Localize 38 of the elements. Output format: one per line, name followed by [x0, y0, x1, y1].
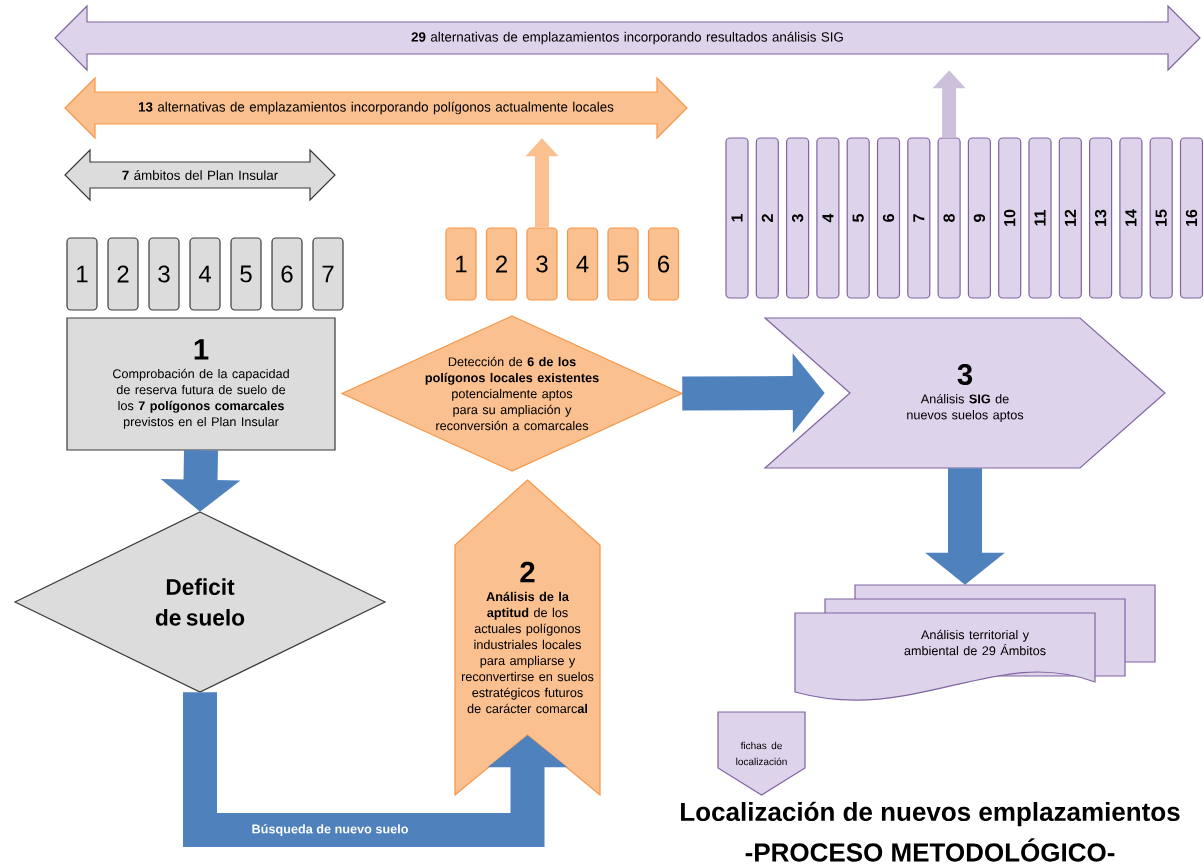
- number-box: 11: [1028, 137, 1052, 299]
- number-box: 9: [967, 137, 991, 299]
- number-box: 5: [230, 237, 262, 311]
- double-arrow-band: 29 alternativas de emplazamientos incorporando resultados análisis SIG: [54, 4, 1201, 72]
- subtitle: -PROCESO METODOLÓGICO-: [745, 838, 1115, 862]
- number-box: 6: [647, 227, 680, 301]
- number-box: 12: [1058, 137, 1082, 299]
- number-box: 16: [1179, 137, 1204, 299]
- number-box: 3: [148, 237, 180, 311]
- double-arrow-band: 7 ámbitos del Plan Insular: [64, 148, 336, 202]
- number-box: 14: [1119, 137, 1143, 299]
- number-box: 4: [189, 237, 221, 311]
- number-box: 5: [607, 227, 639, 301]
- number-box: 3: [786, 137, 810, 299]
- title: Localización de nuevos emplazamientos: [681, 801, 1180, 827]
- number-box: 2: [107, 237, 139, 311]
- number-box: 13: [1089, 137, 1113, 299]
- number-box: 7: [312, 237, 344, 311]
- number-box: 4: [816, 137, 840, 299]
- chevron-step: 3 Análisis SIG de nuevos suelos aptos: [763, 317, 1166, 469]
- number-box: 10: [998, 137, 1022, 299]
- number-box: 15: [1149, 137, 1173, 299]
- number-box: 5: [846, 137, 870, 299]
- number-box: 2: [485, 227, 518, 301]
- chevron-step: 2 Análisis de la aptitud de los actuales polígonos industriales locales para ampliarse y reconvertirse en suelos estratégicos futuros de carácter comarcal: [454, 479, 601, 797]
- step-box: 1 Comprobación de la capacidad de reserva futura de suelo de los 7 polígonos comarcales previstos en el Plan Insular: [66, 317, 336, 451]
- number-box: 2: [755, 137, 779, 299]
- double-arrow-band: 13 alternativas de emplazamientos incorporando polígonos actualmente locales: [64, 76, 688, 140]
- number-box: 7: [907, 137, 931, 299]
- number-box: 3: [526, 227, 558, 301]
- document-stack: Análisis territorial y ambiental de 29 Ámbitos: [794, 584, 1156, 701]
- number-box: 6: [876, 137, 901, 299]
- number-box: 8: [937, 137, 961, 299]
- number-box: 1: [445, 227, 477, 301]
- number-box: 1: [725, 137, 749, 299]
- number-box: 4: [566, 227, 599, 301]
- number-box: 6: [271, 237, 303, 311]
- number-box: 1: [66, 237, 98, 311]
